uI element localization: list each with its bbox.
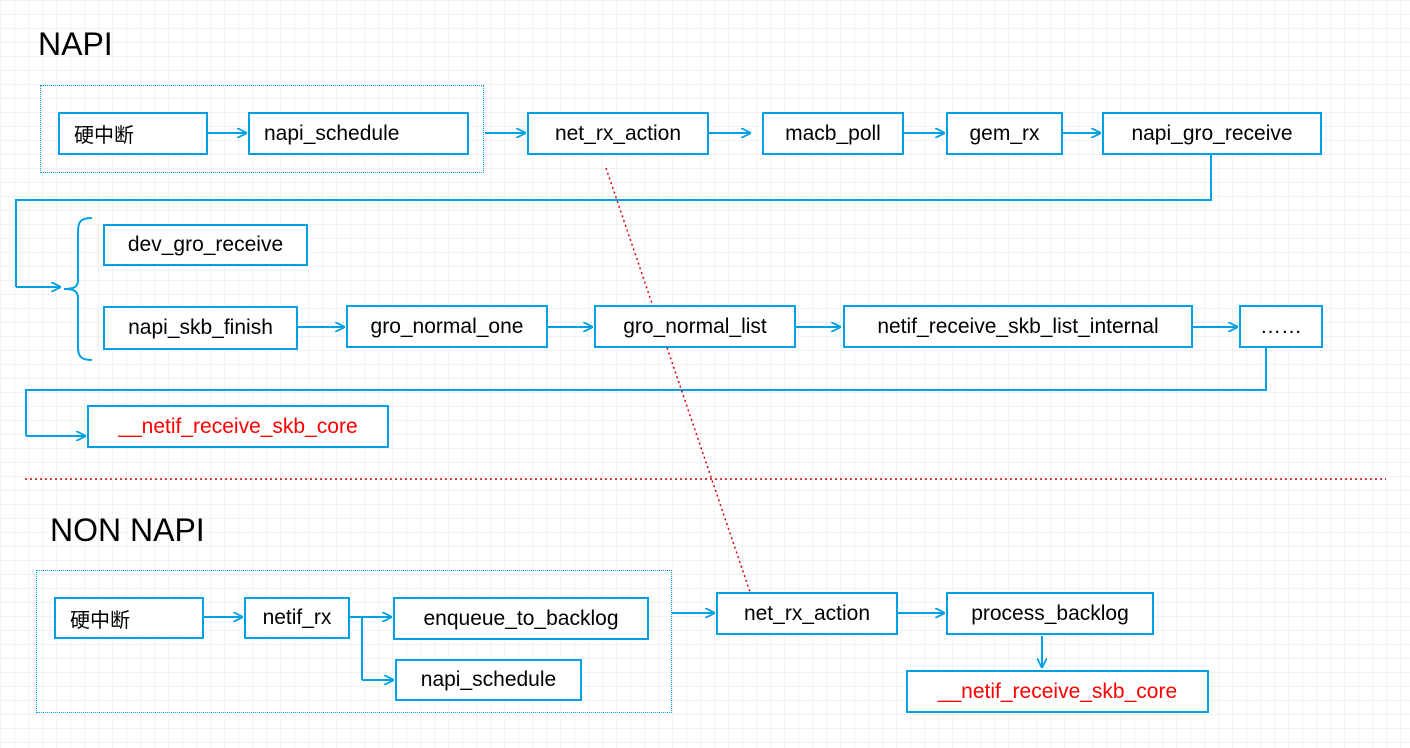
napi-schedule-box: napi_schedule — [248, 112, 469, 155]
napi-heading: NAPI — [38, 26, 113, 62]
non-napi-hard-irq-box: 硬中断 — [54, 597, 204, 639]
dev-gro-receive-box: dev_gro_receive — [103, 224, 308, 266]
gro-normal-one-box: gro_normal_one — [346, 305, 548, 348]
non-napi-irq-group — [36, 570, 672, 713]
napi-net-rx-action-box: net_rx_action — [527, 112, 709, 155]
napi-gem-rx-box: gem_rx — [946, 112, 1063, 155]
non-napi-netif-receive-skb-core-box: __netif_receive_skb_core — [906, 670, 1209, 713]
gro-normal-list-box: gro_normal_list — [594, 305, 796, 348]
napi-hard-irq-box: 硬中断 — [58, 112, 208, 155]
brace — [63, 217, 93, 361]
non-napi-heading: NON NAPI — [50, 512, 205, 548]
wrap-line-2 — [25, 348, 1267, 436]
netif-rx-box: netif_rx — [244, 597, 350, 639]
ellipsis-box: …… — [1239, 305, 1323, 348]
non-napi-net-rx-action-box: net_rx_action — [716, 592, 898, 635]
net-rx-action-link — [605, 167, 751, 593]
enqueue-to-backlog-box: enqueue_to_backlog — [393, 597, 649, 640]
netif-receive-skb-list-internal-box: netif_receive_skb_list_internal — [843, 305, 1193, 348]
process-backlog-box: process_backlog — [946, 592, 1154, 635]
napi-skb-finish-box: napi_skb_finish — [103, 306, 298, 350]
non-napi-schedule-box: napi_schedule — [395, 659, 582, 701]
napi-gro-receive-box: napi_gro_receive — [1102, 112, 1322, 155]
napi-netif-receive-skb-core-box: __netif_receive_skb_core — [87, 405, 389, 448]
wrap-line-1 — [15, 155, 1212, 287]
napi-macb-poll-box: macb_poll — [762, 112, 904, 155]
napi-irq-group — [40, 85, 484, 173]
